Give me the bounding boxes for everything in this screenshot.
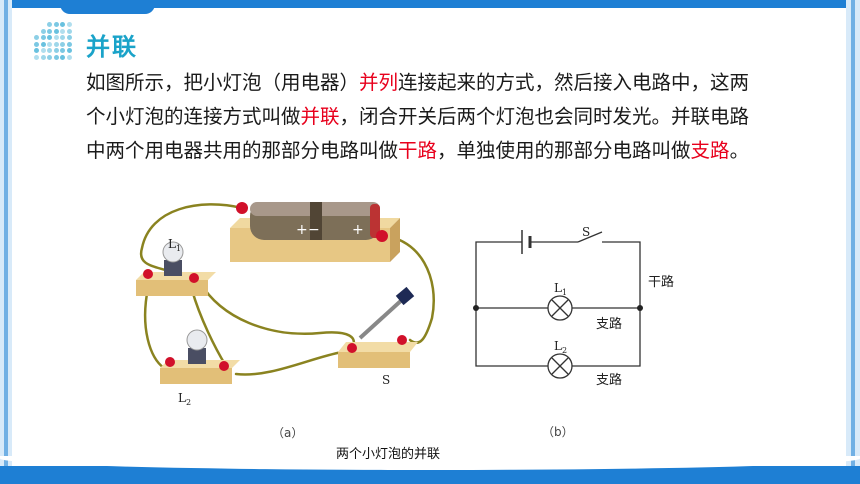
wire xyxy=(475,308,548,367)
svg-text:−: − xyxy=(308,222,320,238)
lamp-holder-l2 xyxy=(160,329,240,384)
label-l2: L2 xyxy=(178,391,191,407)
label-s: S xyxy=(582,225,590,239)
left-border xyxy=(0,0,12,484)
wire xyxy=(139,203,244,276)
svg-text:+: + xyxy=(296,222,308,238)
battery-holder: + − + xyxy=(230,202,400,262)
svg-text:+: + xyxy=(352,222,364,238)
label-branch-2: 支路 xyxy=(596,372,622,388)
body-paragraph: 如图所示，把小灯泡（用电器）并列连接起来的方式，然后接入电路中，这两个小灯泡的连… xyxy=(86,66,766,168)
highlight-term: 并列 xyxy=(359,71,399,94)
bottom-border xyxy=(0,456,860,484)
lamp-l2-symbol xyxy=(547,353,573,379)
figure-b-circuit-diagram: S L1 L2 干路 支路 支路 （b） xyxy=(473,225,674,439)
label-branch-1: 支路 xyxy=(596,316,622,332)
paragraph-text: ，闭合开关后两个灯泡也会同时发光。并联电路中两个用电器共用的那部分电路叫做 xyxy=(86,105,750,162)
wire xyxy=(198,280,355,350)
paragraph-text: 连接起来的方式，然后接入电路中，这两个小灯泡的连接方式叫做 xyxy=(86,71,750,128)
lamp-holder-l1 xyxy=(136,241,216,296)
panel-label-b: （b） xyxy=(542,425,574,439)
slide-title: 并联 xyxy=(86,33,138,61)
label-l1: L1 xyxy=(554,281,567,297)
wire xyxy=(143,286,166,370)
lamp-l1-symbol xyxy=(547,295,573,321)
switch-blade xyxy=(577,231,603,243)
figure-a-circuit-photo: + − + L1 L2 S （a） xyxy=(136,202,435,440)
highlight-term: 支路 xyxy=(690,139,730,162)
switch-s xyxy=(338,286,418,368)
top-tab-decoration xyxy=(60,0,155,14)
wire xyxy=(234,350,344,376)
dots-decoration-icon xyxy=(34,22,72,60)
wire xyxy=(475,241,522,308)
wire xyxy=(380,234,435,344)
paragraph-text: 如图所示，把小灯泡（用电器） xyxy=(86,71,360,94)
figure-caption: 两个小灯泡的并联 xyxy=(336,447,441,462)
highlight-term: 并联 xyxy=(300,105,340,128)
wire xyxy=(572,308,641,367)
label-l2: L2 xyxy=(554,339,567,355)
label-l1: L1 xyxy=(168,237,181,253)
wire xyxy=(602,241,641,308)
paragraph-text: 。 xyxy=(729,139,750,162)
label-s: S xyxy=(382,373,390,387)
right-border xyxy=(846,0,860,484)
panel-label-a: （a） xyxy=(272,426,303,440)
highlight-term: 干路 xyxy=(398,139,438,162)
paragraph-text: ，单独使用的那部分电路叫做 xyxy=(437,139,691,162)
label-trunk: 干路 xyxy=(648,274,674,290)
top-border xyxy=(0,0,860,14)
